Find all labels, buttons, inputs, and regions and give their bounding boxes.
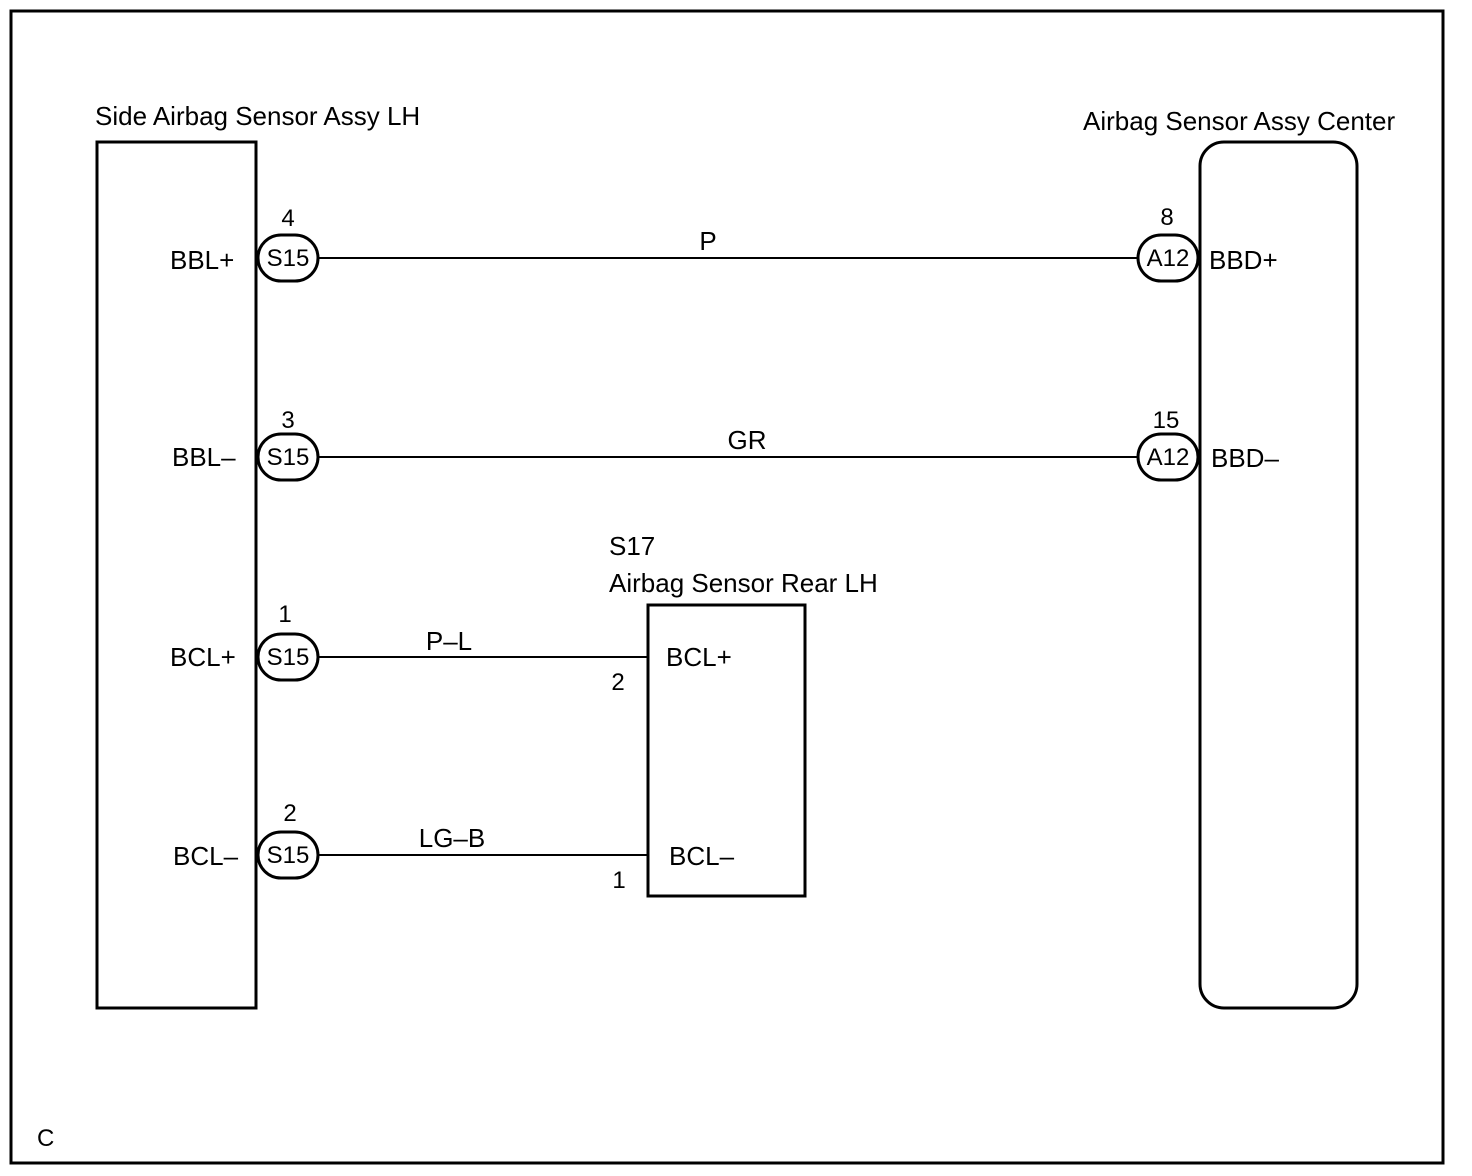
pin-number: 3 [281, 407, 294, 434]
wire-gr: GR S15 3 A12 15 [256, 407, 1200, 482]
rear-sensor-title: Airbag Sensor Rear LH [609, 568, 878, 598]
terminal-bcl-minus: BCL– [173, 841, 239, 871]
pin-number: 2 [283, 800, 296, 827]
connector-code: S15 [267, 245, 310, 272]
pin-number: 1 [612, 867, 625, 894]
wire-color-label: LG–B [419, 823, 486, 853]
center-sensor-title: Airbag Sensor Assy Center [1083, 106, 1395, 136]
connector-code: A12 [1147, 245, 1190, 272]
corner-mark: C [37, 1125, 54, 1152]
side-sensor-title: Side Airbag Sensor Assy LH [95, 101, 420, 131]
connector-code: A12 [1147, 444, 1190, 471]
rear-sensor-box [646, 603, 807, 898]
terminal-bbl-minus: BBL– [172, 442, 236, 472]
terminal-bbd-plus: BBD+ [1209, 245, 1278, 275]
pin-number: 15 [1153, 407, 1180, 434]
wire-color-label: GR [728, 425, 767, 455]
connector-s15-badge [256, 233, 320, 283]
airbag-sensor-rear-lh: S17 Airbag Sensor Rear LH BCL+ BCL– [609, 531, 878, 898]
terminal-bbl-plus: BBL+ [170, 245, 234, 275]
side-sensor-box [95, 140, 258, 1010]
wire-color-label: P [699, 226, 716, 256]
pin-number: 8 [1160, 204, 1173, 231]
connector-code: S15 [267, 444, 310, 471]
airbag-sensor-center: Airbag Sensor Assy Center BBD+ BBD– [1083, 106, 1395, 1010]
connector-a12-badge [1136, 432, 1200, 482]
pin-number: 2 [611, 669, 624, 696]
side-airbag-sensor-lh: Side Airbag Sensor Assy LH BBL+ BBL– BCL… [95, 101, 420, 1010]
pin-number: 4 [281, 205, 294, 232]
connector-code: S15 [267, 842, 310, 869]
rear-sensor-code: S17 [609, 531, 655, 561]
terminal-bcl-plus: BCL+ [170, 642, 236, 672]
connector-code: S15 [267, 644, 310, 671]
connector-s15-badge [256, 830, 320, 880]
connector-a12-badge [1136, 233, 1200, 283]
wire-p: P S15 4 A12 8 [256, 204, 1200, 283]
pin-number: 1 [278, 601, 291, 628]
diagram-frame [9, 9, 1445, 1165]
wire-color-label: P–L [426, 626, 472, 656]
connector-s15-badge [256, 632, 320, 682]
center-sensor-box [1198, 140, 1359, 1010]
terminal-bbd-minus: BBD– [1211, 443, 1279, 473]
rear-terminal-bcl-plus: BCL+ [666, 642, 732, 672]
connector-s15-badge [256, 432, 320, 482]
wire-lg-b: LG–B S15 2 1 [256, 800, 648, 894]
rear-terminal-bcl-minus: BCL– [669, 841, 735, 871]
wire-p-l: P–L S15 1 2 [256, 601, 648, 696]
